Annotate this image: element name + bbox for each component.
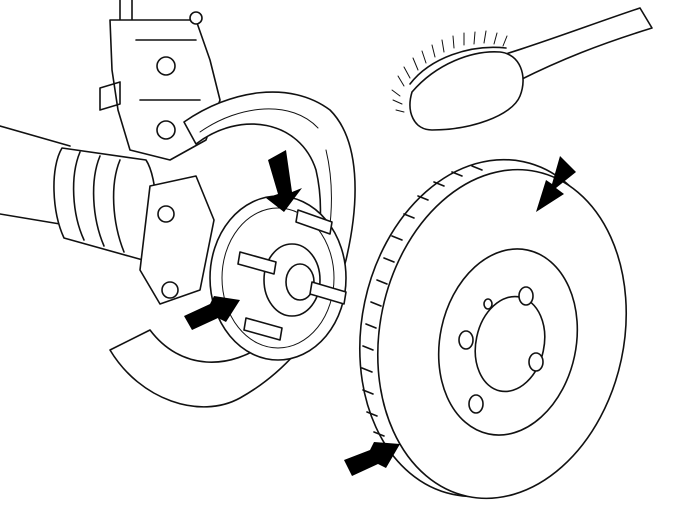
arrow-icon (184, 296, 240, 330)
brush-bristles (391, 30, 508, 113)
wire-brush (391, 7, 653, 131)
pointer-arrows (184, 150, 576, 476)
steering-knuckle (99, 0, 221, 305)
arrow-icon (536, 156, 576, 212)
arrow-icon (266, 150, 302, 212)
brake-disc (358, 158, 628, 500)
disc-bolt-holes (458, 286, 544, 414)
disc-cooling-vanes (361, 165, 483, 437)
wheel-hub (209, 195, 347, 361)
arrow-icon (344, 442, 400, 476)
wheel-studs (237, 209, 347, 341)
